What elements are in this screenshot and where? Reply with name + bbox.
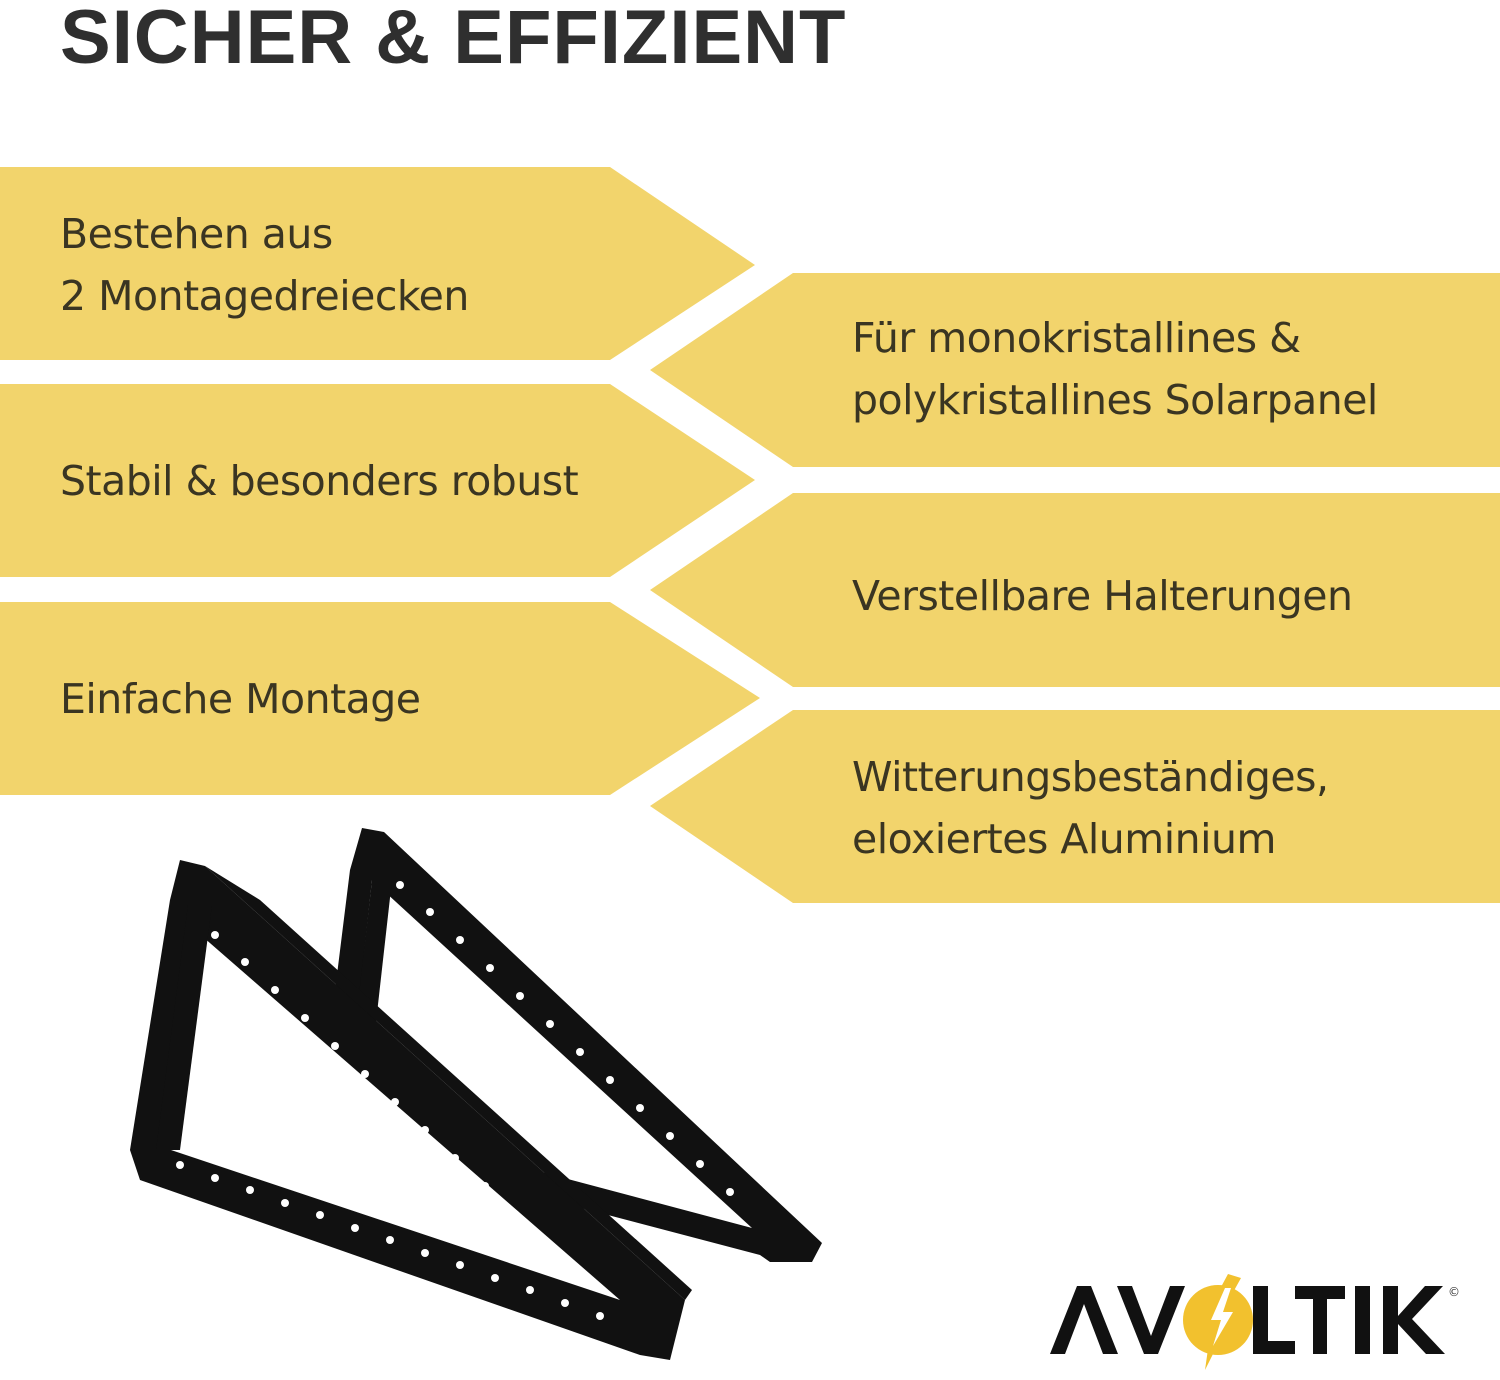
mounting-bracket-image <box>130 828 822 1360</box>
feature-left-2: Stabil & besonders robust <box>60 457 579 505</box>
banner-right-2 <box>650 493 1500 687</box>
feature-left-3: Einfache Montage <box>60 675 421 723</box>
feature-text: Für monokristallines & <box>852 314 1301 362</box>
page-title: SICHER & EFFIZIENT <box>60 0 847 80</box>
feature-text: 2 Montagedreiecken <box>60 272 469 320</box>
avoltik-logo: © <box>1050 1274 1460 1370</box>
banner-left-1 <box>0 167 755 360</box>
feature-text: eloxiertes Aluminium <box>852 815 1276 863</box>
feature-text: Bestehen aus <box>60 210 333 258</box>
bracket-holes <box>176 881 734 1320</box>
banner-left-3 <box>0 602 760 795</box>
banner-left-2 <box>0 384 755 577</box>
feature-right-2: Verstellbare Halterungen <box>852 572 1353 620</box>
feature-text: polykristallines Solarpanel <box>852 376 1378 424</box>
banner-right-1 <box>650 273 1500 467</box>
banner-right-3 <box>650 710 1500 903</box>
feature-right-3: Witterungsbeständiges, eloxiertes Alumin… <box>852 746 1329 870</box>
feature-right-1: Für monokristallines & polykristallines … <box>852 307 1378 431</box>
svg-text:©: © <box>1448 1285 1460 1299</box>
feature-left-1: Bestehen aus 2 Montagedreiecken <box>60 203 469 327</box>
feature-text: Witterungsbeständiges, <box>852 753 1329 801</box>
